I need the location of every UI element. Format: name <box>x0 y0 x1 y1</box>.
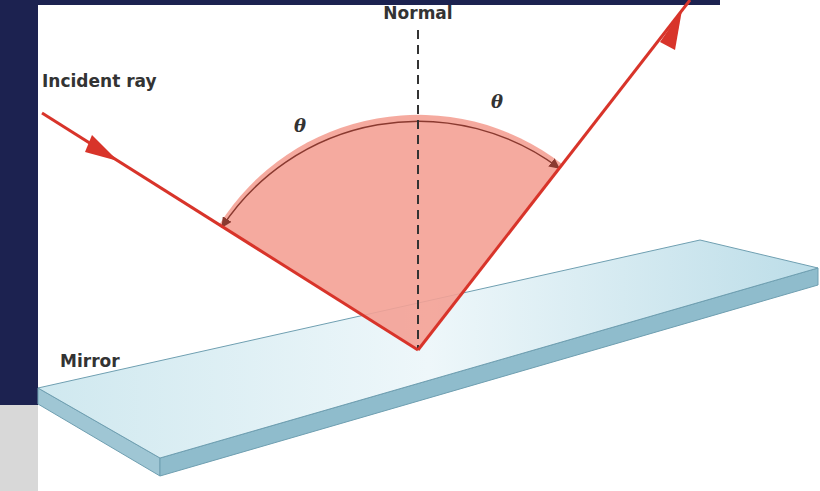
angle-symbol: θ <box>294 116 306 136</box>
ray-label: Incident ray <box>42 72 157 91</box>
dark-frame <box>0 0 38 405</box>
dark-frame <box>0 0 720 5</box>
normal-line <box>417 30 419 350</box>
angle-symbol: θ <box>491 92 503 112</box>
angle-arc <box>222 121 559 227</box>
grey-corner <box>0 405 38 491</box>
incident-ray <box>42 113 418 350</box>
ray-arrowhead <box>85 135 118 161</box>
surface-label: Mirror <box>60 352 120 371</box>
axis-label: Normal <box>383 4 452 23</box>
ray-arrowhead <box>660 10 682 50</box>
reflected-ray <box>418 0 690 350</box>
